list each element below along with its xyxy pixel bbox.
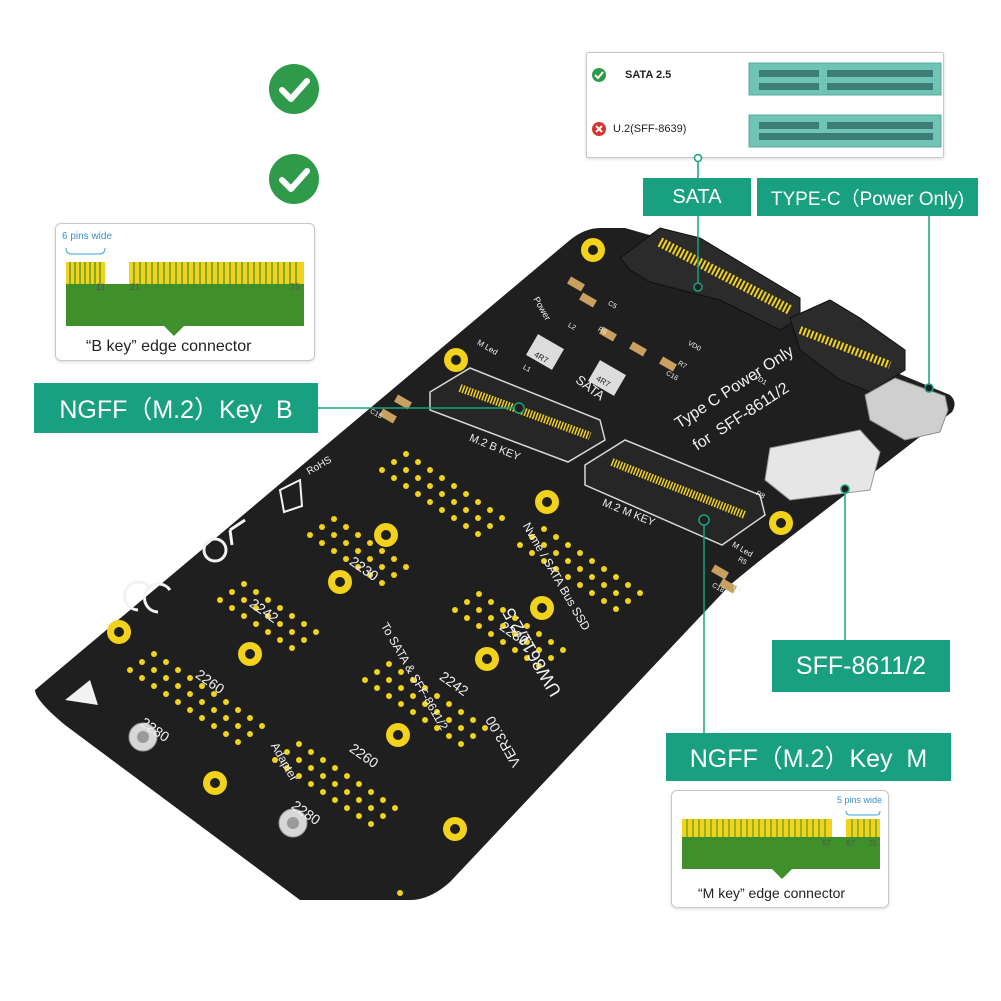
pins-wide-label: 6 pins wide (62, 231, 113, 242)
sff-callout: SFF-8611/2 (772, 640, 950, 692)
pin-number: 75 (290, 282, 301, 292)
type-c-callout: TYPE-C（Power Only) (757, 178, 978, 216)
ngff-key-m-callout: NGFF（M.2）Key M (666, 733, 951, 781)
check-mark-icon (269, 154, 319, 204)
pin-number: 67 (846, 839, 855, 848)
b-key-connector-diagram (65, 247, 304, 336)
connector-comparison-diagram (592, 62, 942, 148)
b-key-caption: “B key” edge connector (86, 338, 252, 355)
pin-number: 11 (96, 282, 106, 292)
interface-row-label: SATA 2.5 (625, 69, 672, 81)
interface-compat-card: SATA 2.5 U.2(SFF-8639) (586, 52, 944, 158)
pin-number: 57 (822, 839, 831, 848)
sata-callout: SATA (643, 178, 751, 216)
ngff-key-b-callout: NGFF（M.2）Key B (34, 383, 318, 433)
pins-wide-label: 5 pins wide (837, 795, 883, 805)
pin-number: 75 (868, 839, 877, 848)
pin-number: 21 (130, 282, 141, 292)
check-mark-icon (269, 64, 319, 114)
b-key-edge-connector-card: 6 pins wide 11 21 75 “B key” edge connec… (55, 223, 315, 361)
m-key-caption: “M key” edge connector (698, 885, 846, 901)
m-key-edge-connector-card: 5 pins wide 57 67 75 “M key” edge connec… (671, 790, 889, 908)
m-key-connector-diagram (682, 810, 881, 879)
pad-grid (379, 451, 505, 537)
interface-row-label: U.2(SFF-8639) (613, 123, 687, 135)
